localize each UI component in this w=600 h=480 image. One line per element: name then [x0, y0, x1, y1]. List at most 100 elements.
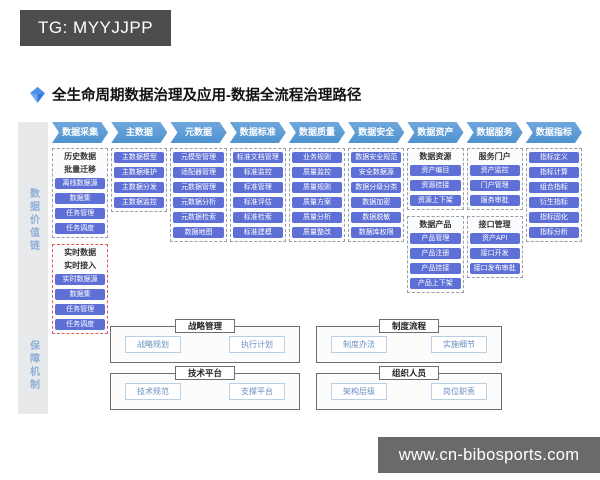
guarantee-item: 战略规划	[125, 336, 181, 353]
guarantee-panels: 战略管理战略规划 执行计划 制度流程制度办法实施细节技术平台技术规范 支撑平台 组织人员…	[48, 318, 582, 414]
column-header-arrow: 主数据	[111, 122, 167, 143]
guarantee-item: 支撑平台	[229, 383, 285, 400]
flow-item: 元模型管理	[173, 152, 224, 163]
flow-item: 接口发布审批	[469, 263, 520, 274]
guarantee-item: 技术规范	[125, 383, 181, 400]
flow-item: 门户管理	[469, 180, 520, 191]
flow-item: 组合指标	[528, 182, 579, 193]
flow-item: 质量整改	[291, 227, 343, 238]
flow-item: 主数据模型	[114, 152, 165, 163]
flow-item: 资源上下架	[410, 195, 461, 206]
flow-item: 数据脱敏	[351, 212, 402, 223]
flow-item: 产品注册	[410, 248, 461, 259]
flow-item: 数据库权限	[351, 227, 402, 238]
flow-item: 主数据分发	[114, 182, 165, 193]
flow-item: 标准管理	[232, 182, 283, 193]
flow-group: 业务规则质量监控质量规则质量方案质量分析质量整改	[288, 148, 346, 242]
value-chain-side-label: 数据价值链	[18, 122, 48, 318]
flow-item: 主数据维护	[114, 167, 165, 178]
flow-item: 数据集	[55, 193, 106, 204]
flow-column: 数据安全数据安全规范安全数据源数据分级分类数据加密数据脱敏数据库权限	[348, 122, 405, 318]
flow-item: 数据安全规范	[351, 152, 402, 163]
flow-item: 任务管理	[55, 304, 106, 315]
flow-group-title: 数据资源	[419, 152, 452, 161]
column-header-arrow: 数据标准	[230, 122, 286, 143]
flow-item: 产品管理	[410, 233, 461, 244]
flow-group-title: 接口管理	[478, 220, 511, 229]
flow-group: 数据资源资产编目资源挂接资源上下架	[407, 148, 464, 210]
flow-item: 任务管理	[55, 208, 106, 219]
flow-item: 质量规则	[291, 182, 343, 193]
flow-group: 服务门户资产监控门户管理服务审批	[466, 148, 523, 210]
guarantee-panel: 制度流程制度办法实施细节	[316, 319, 502, 363]
flow-column: 数据资产数据资源资产编目资源挂接资源上下架数据产品产品管理产品注册产品挂接产品上…	[407, 122, 464, 318]
flow-group: 历史数据批量迁移离线数据源数据集任务管理任务调度	[52, 148, 109, 238]
flow-group: 数据安全规范安全数据源数据分级分类数据加密数据脱敏数据库权限	[348, 148, 405, 242]
guarantee-panel: 战略管理战略规划 执行计划	[110, 319, 300, 363]
flow-item: 主数据监控	[114, 197, 165, 208]
flow-item: 数据地图	[173, 227, 224, 238]
flow-item: 标准文档管理	[232, 152, 283, 163]
flow-item: 接口开发	[469, 248, 520, 259]
flow-item: 指标计算	[528, 167, 579, 178]
guarantee-panel-items: 技术规范 支撑平台	[111, 383, 299, 400]
column-header-arrow: 数据安全	[348, 122, 404, 143]
flow-item: 实时数据源	[55, 274, 106, 285]
flow-item: 资源挂接	[410, 180, 461, 191]
website-url-bar: www.cn-bibosports.com	[378, 437, 600, 473]
flow-group: 主数据模型主数据维护主数据分发主数据监控	[111, 148, 168, 212]
flow-group-title: 批量迁移	[64, 165, 97, 174]
column-header-arrow: 数据质量	[289, 122, 345, 143]
guarantee-section: 保障机制 战略管理战略规划执行计划制度流程制度办法实施细节技术平台技术规范支撑平…	[18, 318, 582, 414]
flow-item: 安全数据源	[351, 167, 402, 178]
flow-item: 质量方案	[291, 197, 343, 208]
flow-column: 元数据元模型管理适配器管理元数据管理元数据分析元数据检索数据地图	[170, 122, 227, 318]
flow-item: 质量分析	[291, 212, 343, 223]
flow-group-title: 服务门户	[478, 152, 511, 161]
guarantee-item: 执行计划	[229, 336, 285, 353]
flow-item: 标准检索	[232, 212, 283, 223]
flow-item: 资产监控	[469, 165, 520, 176]
guarantee-item: 架构层级	[331, 383, 387, 400]
guarantee-panel-title: 战略管理	[174, 319, 236, 333]
guarantee-panel-items: 架构层级 岗位职责	[317, 383, 501, 400]
flow-item: 数据加密	[351, 197, 402, 208]
flow-item: 任务调度	[55, 319, 106, 330]
flow-item: 标准监控	[232, 167, 283, 178]
flow-item: 质量监控	[291, 167, 343, 178]
flow-group-title: 实时数据	[64, 248, 97, 257]
flow-item: 适配器管理	[173, 167, 224, 178]
flow-group: 实时数据实时接入实时数据源数据集任务管理任务调度	[52, 244, 109, 334]
flow-item: 标准建模	[232, 227, 283, 238]
guarantee-panel-title: 组织人员	[378, 366, 440, 380]
flow-item: 元数据管理	[173, 182, 224, 193]
flow-item: 任务调度	[55, 223, 106, 234]
flow-item: 产品挂接	[410, 263, 461, 274]
tg-watermark-badge: TG: MYYJJPP	[20, 10, 172, 46]
flow-item: 衍生指标	[528, 197, 579, 208]
guarantee-panel-title: 技术平台	[174, 366, 236, 380]
guarantee-item: 实施细节	[431, 336, 487, 353]
flow-item: 标准评估	[232, 197, 283, 208]
flow-item: 指标固化	[528, 212, 579, 223]
flow-item: 数据分级分类	[351, 182, 402, 193]
flow-item: 产品上下架	[410, 278, 461, 289]
flow-column: 数据指标指标定义指标计算组合指标衍生指标指标固化指标分析	[525, 122, 582, 318]
page-title: 全生命周期数据治理及应用-数据全流程治理路径	[52, 88, 362, 104]
column-header-arrow: 数据资产	[407, 122, 463, 143]
column-header-arrow: 元数据	[170, 122, 226, 143]
flow-group-title: 实时接入	[64, 261, 97, 270]
value-chain-section: 数据价值链 数据采集历史数据批量迁移离线数据源数据集任务管理任务调度实时数据实时…	[18, 122, 582, 334]
guarantee-panel-items: 战略规划 执行计划	[111, 336, 299, 353]
flow-item: 元数据检索	[173, 212, 224, 223]
column-header-arrow: 数据采集	[52, 122, 108, 143]
flow-item: 元数据分析	[173, 197, 224, 208]
flow-group-title: 数据产品	[419, 220, 452, 229]
flow-group: 指标定义指标计算组合指标衍生指标指标固化指标分析	[525, 148, 582, 242]
value-chain-columns: 数据采集历史数据批量迁移离线数据源数据集任务管理任务调度实时数据实时接入实时数据…	[48, 122, 582, 334]
flow-column: 主数据主数据模型主数据维护主数据分发主数据监控	[111, 122, 168, 318]
guarantee-item: 岗位职责	[431, 383, 487, 400]
